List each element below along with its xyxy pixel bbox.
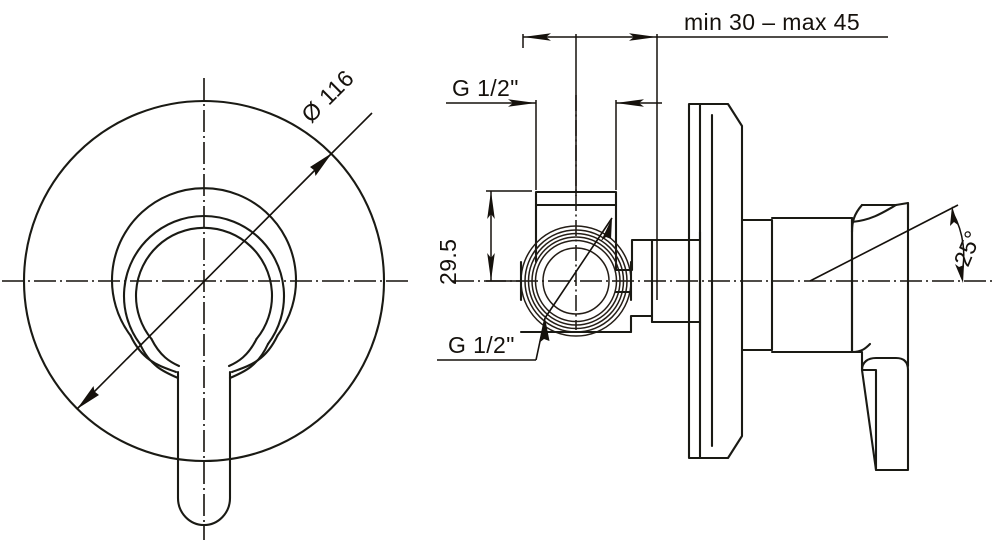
dimension-wall-depth-range: min 30 – max 45: [684, 9, 860, 35]
handle-cap-top-left-fillet: [850, 203, 864, 234]
lever-arm-body: [860, 356, 910, 472]
lever-arm-upper: [850, 350, 878, 472]
inlet-collar-right-links: [614, 268, 633, 294]
valve-body-barrel-caps: [650, 238, 702, 324]
dimension-inlet-thread-top: G 1/2": [452, 75, 519, 101]
handle-hub-middle-arc: [122, 214, 286, 346]
thread-callout-arrow-top: [601, 218, 612, 241]
inlet-thread-arrow-left: [508, 99, 536, 107]
angle-arrow-upper: [950, 206, 958, 226]
handle-cap-top-fillet: [850, 203, 898, 224]
inlet-thread-arrow-right: [616, 99, 644, 107]
offset-arrow-top: [487, 191, 495, 219]
diameter-arrow-lower: [77, 386, 99, 409]
handle-hub-middle-right-tail: [228, 342, 270, 380]
front-view: Ø 116: [2, 65, 408, 540]
handle-hub-inner-right-tail: [227, 337, 258, 368]
depth-arrow-right: [629, 33, 657, 41]
lever-body-front-view: [176, 370, 232, 527]
cartridge-sleeve-step: [740, 218, 774, 352]
thread-callout-crossing-line: [544, 217, 613, 319]
bottom-thread-arrow: [539, 318, 550, 343]
cartridge-sleeve-barrel: [770, 216, 854, 354]
wall-plate-outer: [687, 102, 744, 460]
lever-angle-reference-line: [809, 204, 959, 282]
diameter-leader-extension: [331, 112, 373, 154]
dimension-inlet-thread-bottom: G 1/2": [448, 332, 515, 358]
handle-hub-outer-arc: [111, 187, 297, 337]
handle-hub-inner-arc: [134, 226, 274, 341]
dimension-diameter-escutcheon: Ø 116: [296, 65, 359, 128]
handle-hub-inner-left-tail: [150, 337, 181, 368]
dimension-lever-swing-angle: 25°: [949, 227, 987, 270]
handle-hub-middle-left-tail: [138, 342, 180, 380]
diameter-leader-line: [76, 152, 333, 410]
diameter-arrow-upper: [310, 153, 332, 176]
handle-cap-top-corner: [894, 201, 910, 222]
angle-arrow-lower: [955, 264, 964, 283]
side-section-view: 25° min 30 – max 45 G 1/2": [435, 9, 996, 472]
offset-arrow-bottom: [487, 253, 495, 281]
body-lower-step: [629, 314, 654, 334]
depth-arrow-left: [523, 33, 551, 41]
escutcheon-outer-circle: [22, 99, 386, 463]
handle-cap-bottom-fillet: [850, 342, 872, 354]
dimension-inlet-height-offset: 29.5: [435, 239, 461, 285]
